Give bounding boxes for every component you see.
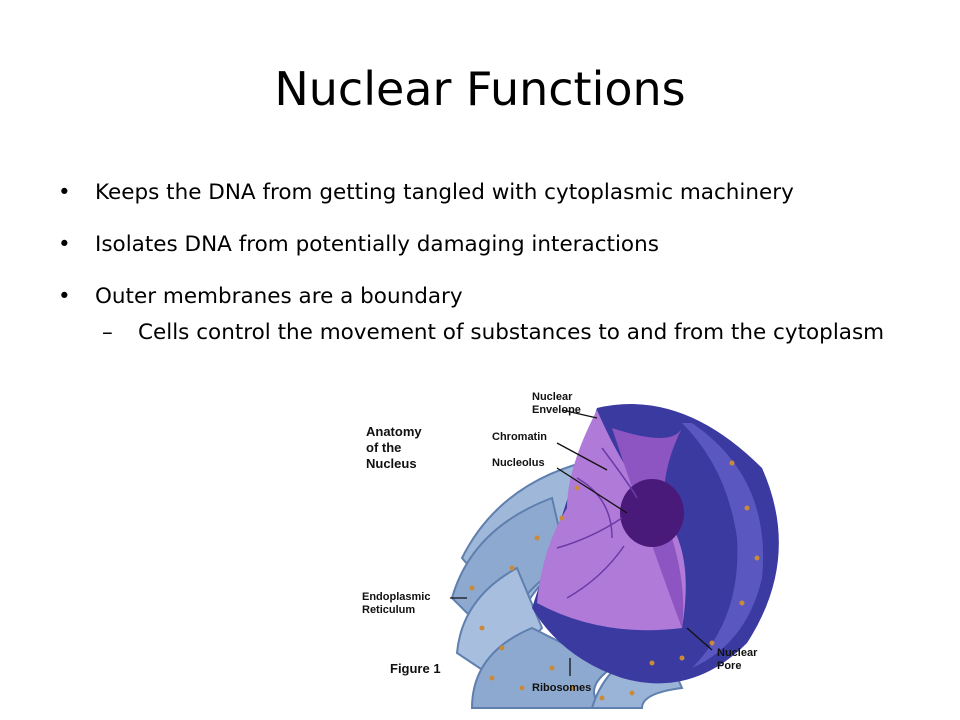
bullet-list: Keeps the DNA from getting tangled with … [58, 176, 908, 350]
nucleus-diagram: Anatomy of the Nucleus Nuclear Envelope … [362, 391, 779, 709]
figure-heading: Anatomy of the Nucleus [366, 424, 422, 471]
label-endoplasmic-reticulum: Endoplasmic [362, 591, 430, 603]
svg-text:Anatomy: Anatomy [366, 424, 422, 439]
label-endoplasmic-reticulum: Reticulum [362, 604, 415, 616]
label-chromatin: Chromatin [492, 431, 547, 443]
leader-lines [450, 409, 713, 676]
label-nuclear-pore: Pore [717, 660, 741, 672]
nucleus-figure: Anatomy of the Nucleus Nuclear Envelope … [352, 388, 912, 718]
figure-caption: Figure 1 [390, 661, 441, 676]
ribosome-dots [469, 460, 760, 701]
label-nuclear-pore: Nuclear [717, 647, 758, 659]
bullet-item: Outer membranes are a boundary [58, 280, 908, 314]
nucleus-body [532, 404, 779, 684]
label-nuclear-envelope: Envelope [532, 404, 581, 416]
svg-text:of the: of the [366, 440, 401, 455]
svg-text:Nucleus: Nucleus [366, 456, 417, 471]
nucleolus-shape [620, 479, 684, 547]
slide-title: Nuclear Functions [274, 62, 686, 116]
bullet-item: Keeps the DNA from getting tangled with … [58, 176, 908, 210]
label-nuclear-envelope: Nuclear [532, 391, 573, 403]
label-ribosomes: Ribosomes [532, 682, 591, 694]
label-nucleolus: Nucleolus [492, 457, 545, 469]
sub-bullet-item: Cells control the movement of substances… [58, 316, 908, 350]
bullet-item: Isolates DNA from potentially damaging i… [58, 228, 908, 262]
